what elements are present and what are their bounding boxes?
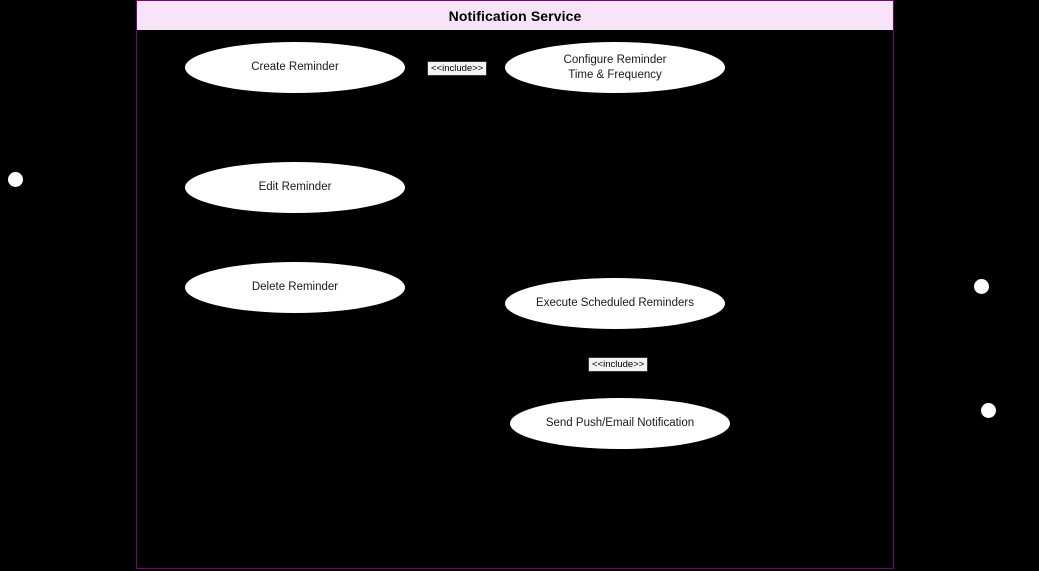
system-boundary-title-bar: Notification Service xyxy=(136,0,894,31)
include-stereotype-label-create-configure: <<include>> xyxy=(427,61,488,76)
actor-head-left-icon xyxy=(8,172,23,187)
actor-head-right-upper-icon xyxy=(974,279,989,294)
use-case-send-push-email-notification[interactable]: Send Push/Email Notification xyxy=(510,398,730,449)
use-case-create-reminder[interactable]: Create Reminder xyxy=(185,42,405,93)
use-case-label: Execute Scheduled Reminders xyxy=(536,297,694,309)
use-case-label: Create Reminder xyxy=(251,61,339,73)
use-case-edit-reminder[interactable]: Edit Reminder xyxy=(185,162,405,213)
use-case-label: Send Push/Email Notification xyxy=(545,417,695,429)
actor-head-right-lower-icon xyxy=(981,403,996,418)
use-case-execute-scheduled-reminders[interactable]: Execute Scheduled Reminders xyxy=(505,278,725,329)
system-boundary-title: Notification Service xyxy=(448,7,582,24)
use-case-delete-reminder[interactable]: Delete Reminder xyxy=(185,262,405,313)
use-case-label: Configure Reminder Time & Frequency xyxy=(563,53,667,81)
use-case-label: Delete Reminder xyxy=(251,281,339,293)
include-stereotype-label-execute-send: <<include>> xyxy=(588,357,649,372)
use-case-configure-reminder-time-frequency[interactable]: Configure Reminder Time & Frequency xyxy=(505,42,725,93)
use-case-label: Edit Reminder xyxy=(258,181,332,193)
